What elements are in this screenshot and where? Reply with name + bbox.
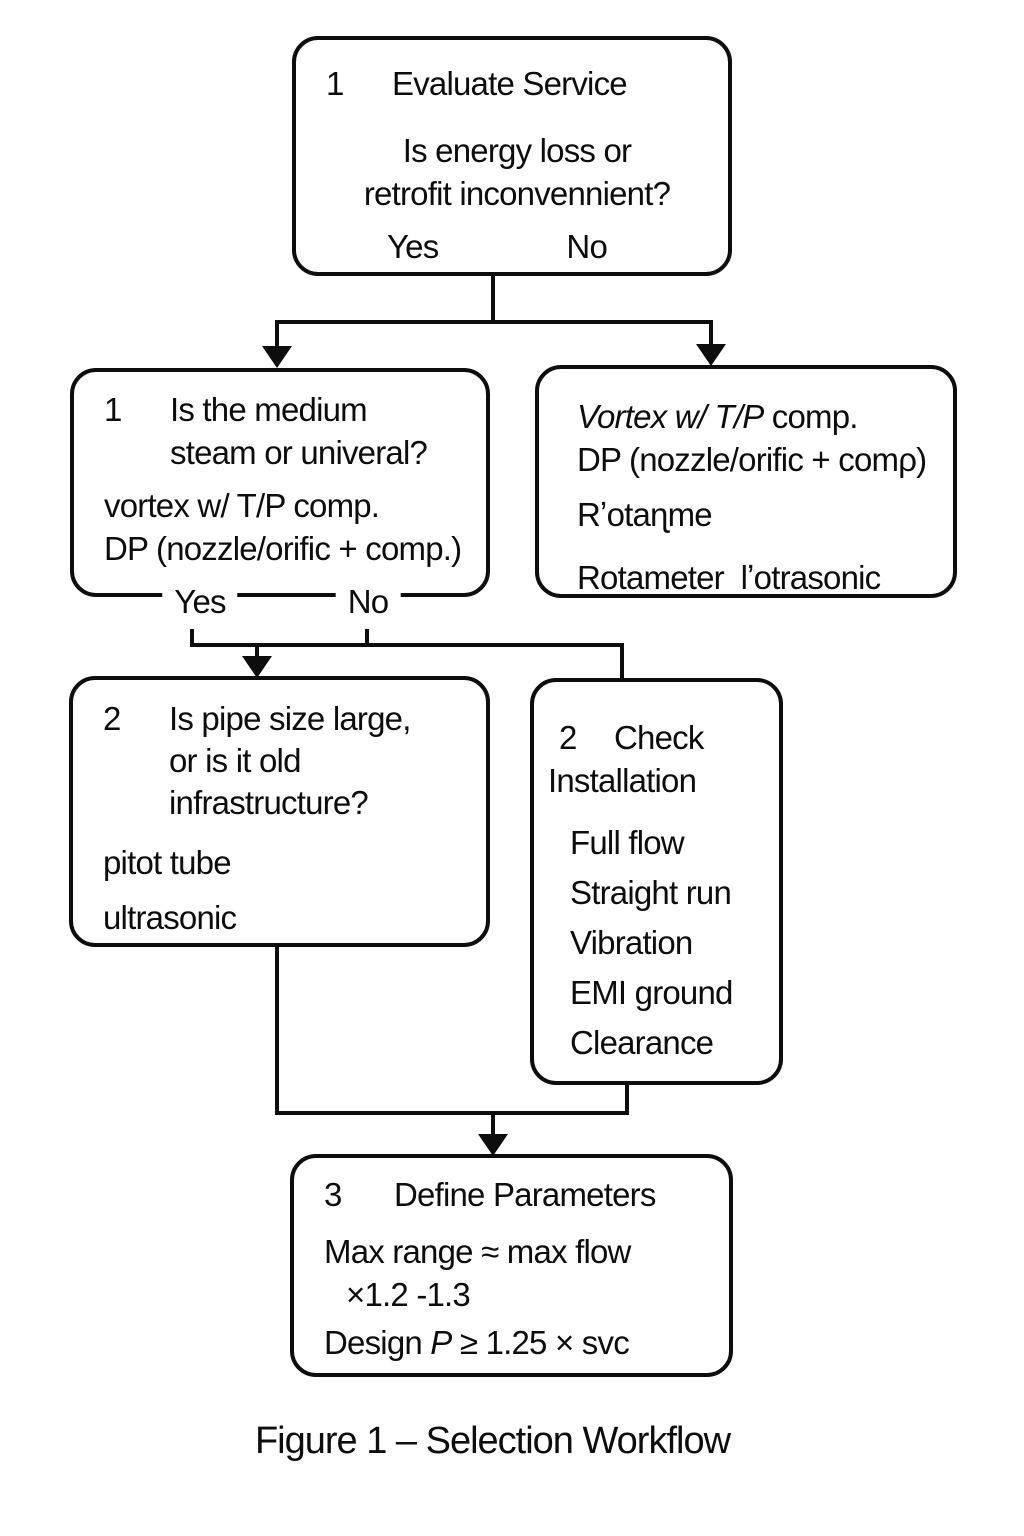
node-pipe-size-question: 2 Is pipe size large, or is it old infra… [69, 676, 490, 947]
alt-line-rotameter-ultrasonic: Rotameter lʼotrasonic [577, 559, 881, 596]
question-line: or is it old [169, 742, 301, 779]
question-line: Is pipe size large, [169, 700, 411, 737]
connector-yes-stub [190, 629, 194, 647]
param-line: Max range ≈ max flow [324, 1233, 631, 1270]
option-label: vortex w/ T/P comp. [104, 487, 380, 524]
node-title-row: 2 Is pipe size large, or is it old infra… [103, 698, 478, 824]
arrowhead-to-pipe [242, 656, 272, 678]
arrowhead-to-alternatives [696, 344, 726, 366]
param-design-variable: P [430, 1324, 452, 1361]
checklist-item: EMI ground [570, 974, 733, 1011]
option-label: ultrasonic [103, 899, 237, 936]
step-number: 1 [104, 391, 122, 428]
branch-yes-label: Yes [386, 228, 439, 265]
param-design-pre: Design [324, 1324, 431, 1361]
checklist-item: Straight run [570, 874, 732, 911]
node-title: Define Parameters [394, 1176, 656, 1213]
checklist-item: Clearance [570, 1024, 714, 1061]
branch-no-label: No [566, 228, 608, 265]
connector-no-stub [365, 629, 369, 647]
node-define-parameters: 3 Define Parameters Max range ≈ max flow… [290, 1154, 733, 1377]
alt-line-vortex: Vortex w/ T/P comp. [577, 395, 945, 438]
node-title: Check [614, 719, 704, 756]
question-line: retrofit inconvennient? [363, 175, 671, 212]
node-check-installation: 2 Check Installation Full flow Straight … [530, 678, 783, 1085]
branch-yes-label: Yes [162, 578, 238, 626]
alt-line-dp: DP (nozzle/orific + comρ) [577, 441, 927, 478]
branch-labels-row: Yes No [326, 225, 708, 268]
connector-evaluate-down [491, 274, 495, 322]
vortex-plain-text: comp. [763, 398, 859, 435]
node-alternatives: Vortex w/ T/P comp. DP (nozzle/orific + … [535, 365, 957, 598]
node-title-row: 3 Define Parameters [324, 1173, 721, 1216]
connector-to-params [491, 1111, 495, 1137]
step-number: 2 [559, 719, 577, 756]
param-line: Design P ≥ 1.25 × svc [324, 1321, 721, 1364]
question-line: infrastructure? [169, 784, 369, 821]
checklist: Full flow Straight run Vibration EMI gro… [548, 818, 775, 1068]
connector-to-pipe [255, 643, 259, 659]
node-title-row: 2 Check [559, 716, 775, 759]
node-medium-question: 1 Is the medium steam or univeral? vorte… [70, 368, 490, 597]
node-title: Installation [548, 762, 697, 799]
alt-line-rotame: Rʼotaɳme [577, 496, 713, 533]
connector-install-out [625, 1082, 629, 1115]
step-number: 1 [326, 65, 344, 102]
connector-level2-bus [190, 643, 624, 647]
arrowhead-to-params [478, 1134, 508, 1156]
connector-to-install [620, 643, 624, 683]
question-line: Is the medium [170, 391, 368, 428]
branch-no-label: No [335, 578, 401, 626]
node-title-row: 1 Is the medium steam or univeral? [104, 388, 476, 474]
checklist-item: Full flow [570, 824, 685, 861]
node-question: Is pipe size large, or is it old infrast… [169, 698, 411, 824]
question-line: steam or univeral? [170, 434, 428, 471]
option-label: DP (nozzle/orific + comp.) [104, 530, 462, 567]
connector-to-alternatives [709, 320, 713, 348]
figure-caption: Figure 1 – Selection Workflow [254, 1420, 731, 1462]
step-number: 3 [324, 1176, 342, 1213]
connector-pipe-out [275, 944, 279, 1115]
node-question: Is the medium steam or univeral? [170, 388, 428, 474]
param-line: ×1.2 -1.3 [346, 1276, 471, 1313]
vortex-italic-text: Vortex w/ T/P [577, 398, 764, 435]
connector-to-medium [275, 320, 279, 350]
option-label: pitot tube [103, 844, 232, 881]
param-design-post: ≥ 1.25 × svc [451, 1324, 630, 1361]
checklist-item: Vibration [570, 924, 693, 961]
question-line: Is energy loss or [402, 132, 632, 169]
node-evaluate-service: 1 Evaluate Service Is energy loss or ret… [292, 36, 732, 276]
step-number: 2 [103, 700, 121, 737]
arrowhead-to-medium [262, 346, 292, 368]
node-title-row: 1 Evaluate Service [326, 62, 708, 105]
connector-level3-bus [275, 1111, 629, 1115]
connector-level1-bus [275, 320, 713, 324]
node-title: Evaluate Service [392, 65, 628, 102]
